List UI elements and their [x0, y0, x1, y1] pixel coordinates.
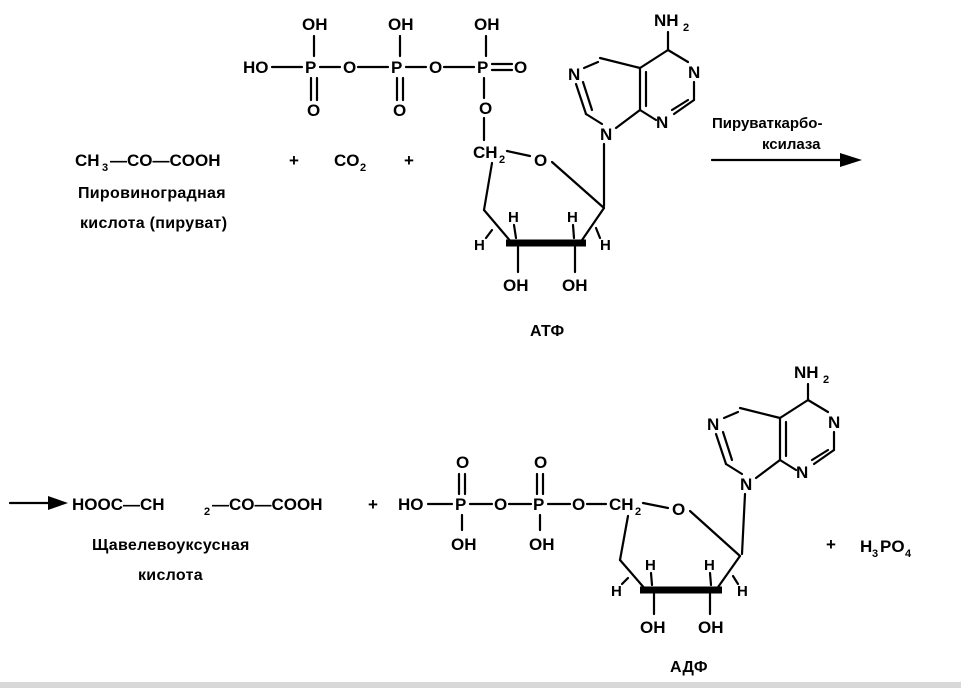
atom-n: N — [568, 65, 580, 84]
atp-ribose: CH 2 O H H H H OH OH — [473, 143, 611, 295]
atom-oh: OH — [503, 276, 529, 295]
phosphoric-acid: H 3 PO 4 — [860, 537, 912, 560]
atom-subscript: 2 — [635, 506, 641, 518]
phosphate-po: PO — [880, 537, 905, 556]
atom-oh: OH — [388, 15, 414, 34]
oxaloacetate: HOOC—CH 2 —CO—COOH Щавелевоуксусная кисл… — [72, 495, 323, 584]
enzyme-arrow: Пируваткарбо- ксилаза — [710, 115, 862, 167]
atom-h: H — [645, 557, 656, 574]
atom-h: H — [704, 557, 715, 574]
atom-p: P — [391, 58, 402, 77]
atom-n: N — [707, 415, 719, 434]
phosphate-h: H — [860, 537, 872, 556]
atom-o: O — [429, 58, 442, 77]
enzyme-name-line2: ксилаза — [762, 136, 821, 153]
atom-p: P — [533, 495, 544, 514]
atom-h: H — [611, 583, 622, 600]
atom-n: N — [600, 125, 612, 144]
atom-h: H — [567, 209, 578, 226]
plus-sign: + — [826, 535, 836, 554]
atom-p: P — [455, 495, 466, 514]
co2-subscript: 2 — [360, 162, 366, 174]
atom-n: N — [740, 475, 752, 494]
adp-label: АДФ — [670, 659, 708, 676]
atom-p: P — [477, 58, 488, 77]
bottom-edge — [0, 682, 961, 688]
atom-ch: CH — [473, 143, 498, 162]
oxaloacetate-name-line1: Щавелевоуксусная — [92, 537, 250, 554]
pyruvate-name-line1: Пировиноградная — [78, 185, 226, 202]
adp-adenine: NH 2 N N N N — [707, 363, 840, 556]
adp-ribose: CH 2 O H H H H OH OH — [609, 495, 748, 637]
atom-h: H — [474, 237, 485, 254]
atom-o: O — [456, 453, 469, 472]
atom-h: H — [600, 237, 611, 254]
atom-o: O — [534, 151, 547, 170]
pyruvate: CH 3 —CO—COOH Пировиноградная кислота (п… — [75, 151, 227, 232]
plus-sign: + — [404, 151, 414, 170]
atom-o: O — [393, 101, 406, 120]
atp-label: АТФ — [530, 323, 565, 340]
atom-o: O — [534, 453, 547, 472]
atom-oh: OH — [451, 535, 477, 554]
atom-oh: OH — [302, 15, 328, 34]
phosphate-sub4: 4 — [905, 548, 912, 560]
oxaloacetate-formula-b: —CO—COOH — [212, 495, 323, 514]
atom-p: P — [305, 58, 316, 77]
continuation-arrow — [8, 496, 68, 510]
atom-n: N — [828, 413, 840, 432]
atom-h: H — [508, 209, 519, 226]
atom-n: N — [796, 463, 808, 482]
pyruvate-formula-rest: —CO—COOH — [110, 151, 221, 170]
atom-n: N — [656, 113, 668, 132]
atom-ho: HO — [243, 58, 269, 77]
atom-oh: OH — [698, 618, 724, 637]
atom-nh: NH — [654, 11, 679, 30]
atom-oh: OH — [562, 276, 588, 295]
atom-o: O — [572, 495, 585, 514]
atom-ch: CH — [609, 495, 634, 514]
pyruvate-name-line2: кислота (пируват) — [80, 215, 227, 232]
atom-o: O — [479, 99, 492, 118]
atp-adenine: NH 2 N N N N — [568, 11, 700, 208]
plus-sign: + — [368, 495, 378, 514]
enzyme-name-line1: Пируваткарбо- — [712, 115, 822, 132]
atom-ho: HO — [398, 495, 424, 514]
atom-o: O — [494, 495, 507, 514]
atom-oh: OH — [529, 535, 555, 554]
atom-o: O — [343, 58, 356, 77]
plus-sign: + — [289, 151, 299, 170]
atom-oh: OH — [640, 618, 666, 637]
atom-o: O — [514, 58, 527, 77]
atom-o: O — [307, 101, 320, 120]
atom-n: N — [688, 63, 700, 82]
pyruvate-formula-ch: CH — [75, 151, 100, 170]
pyruvate-formula-sub: 3 — [102, 162, 108, 174]
atom-o: O — [672, 500, 685, 519]
atom-oh: OH — [474, 15, 500, 34]
atom-nh: NH — [794, 363, 819, 382]
atom-subscript: 2 — [823, 374, 829, 386]
atom-subscript: 2 — [499, 154, 505, 166]
co2: CO 2 — [334, 151, 366, 174]
phosphate-sub3: 3 — [872, 548, 878, 560]
atp-phosphate-chain: OH OH OH HO P O P O P O O O O — [243, 15, 527, 142]
adp-phosphate-chain: O O HO P O P O OH OH — [398, 453, 608, 554]
oxaloacetate-formula-a: HOOC—CH — [72, 495, 165, 514]
atom-subscript: 2 — [683, 22, 689, 34]
atom-h: H — [737, 583, 748, 600]
oxaloacetate-name-line2: кислота — [138, 567, 203, 584]
co2-formula: CO — [334, 151, 360, 170]
oxaloacetate-formula-sub: 2 — [204, 506, 210, 518]
